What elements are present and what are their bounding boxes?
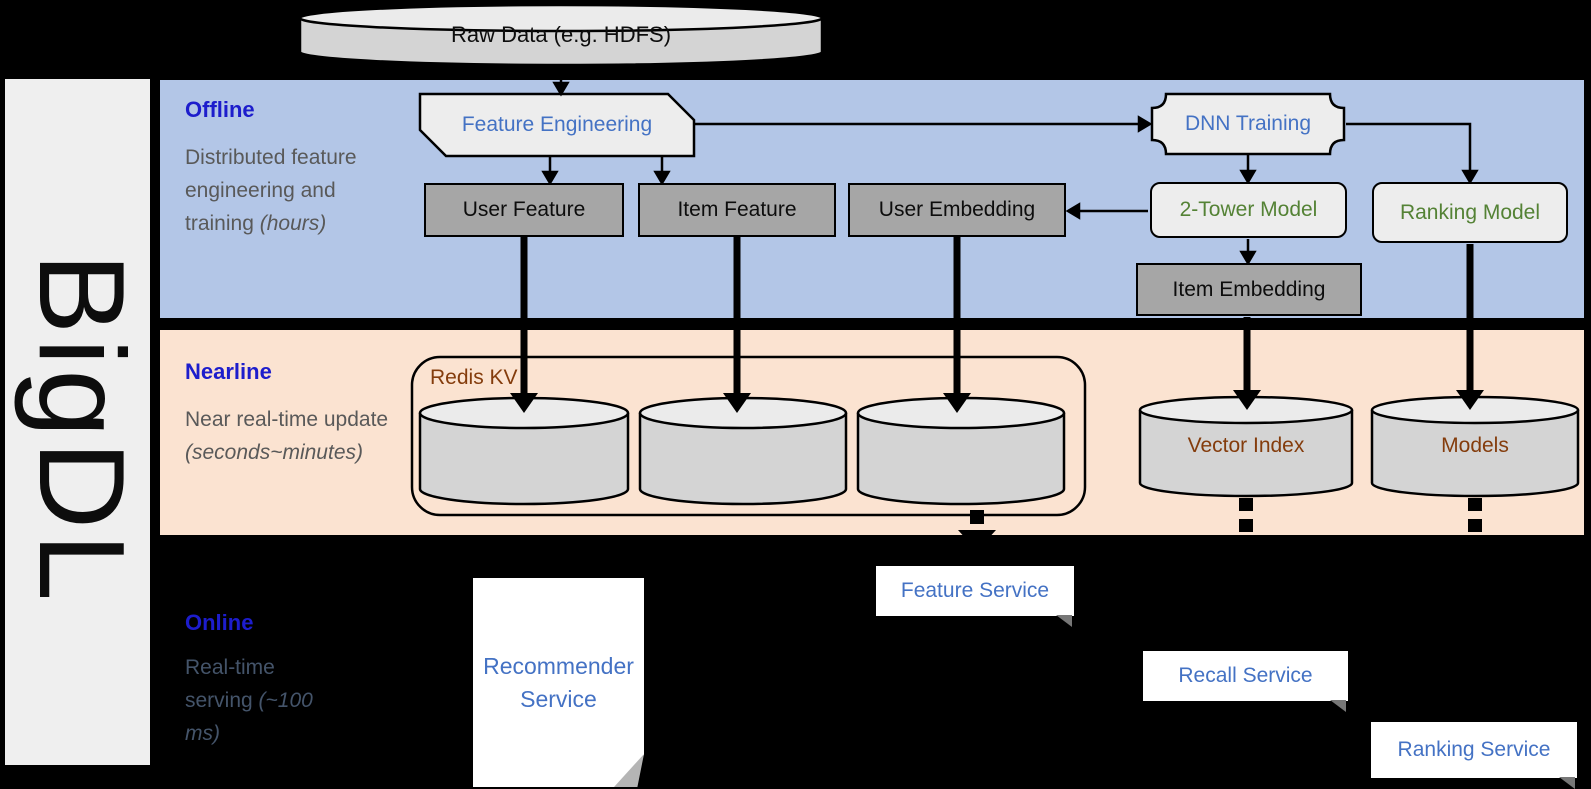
redis-kv-label: Redis KV [430, 366, 518, 389]
recall-service-node: Recall Service [1143, 651, 1348, 712]
nearline-title: Nearline [185, 359, 272, 384]
user-embedding-node: User Embedding [848, 183, 1066, 237]
raw-data-label: Raw Data (e.g. HDFS) [450, 22, 672, 47]
bigdl-sidebar: BigDL [5, 79, 150, 765]
nearline-subtitle: Near real-time update (seconds~minutes) [185, 408, 389, 464]
ranking-model-node: Ranking Model [1372, 182, 1568, 243]
feature-service-fold [1056, 615, 1072, 627]
recommender-service-node: Recommender Service [473, 578, 644, 787]
item-feature-node: Item Feature [638, 183, 836, 237]
models-label: Models [1441, 434, 1509, 457]
two-tower-model-node: 2-Tower Model [1150, 182, 1347, 238]
item-embedding-node: Item Embedding [1136, 263, 1362, 316]
online-subtitle: Real-time serving (~100 ms) [185, 656, 313, 745]
online-title: Online [185, 610, 254, 635]
offline-title: Offline [185, 97, 255, 122]
offline-subtitle: Distributed feature engineering and trai… [185, 146, 357, 235]
bigdl-logo-text: BigDL [14, 252, 150, 606]
ranking-service-fold [1559, 777, 1575, 789]
vector-index-label: Vector Index [1187, 434, 1305, 457]
dnn-training-node: DNN Training [1184, 112, 1312, 135]
recall-service-fold [1330, 700, 1346, 712]
feature-engineering-node: Feature Engineering [461, 113, 653, 136]
feature-service-node: Feature Service [876, 566, 1074, 627]
user-feature-node: User Feature [424, 183, 624, 237]
ranking-service-node: Ranking Service [1371, 722, 1577, 789]
